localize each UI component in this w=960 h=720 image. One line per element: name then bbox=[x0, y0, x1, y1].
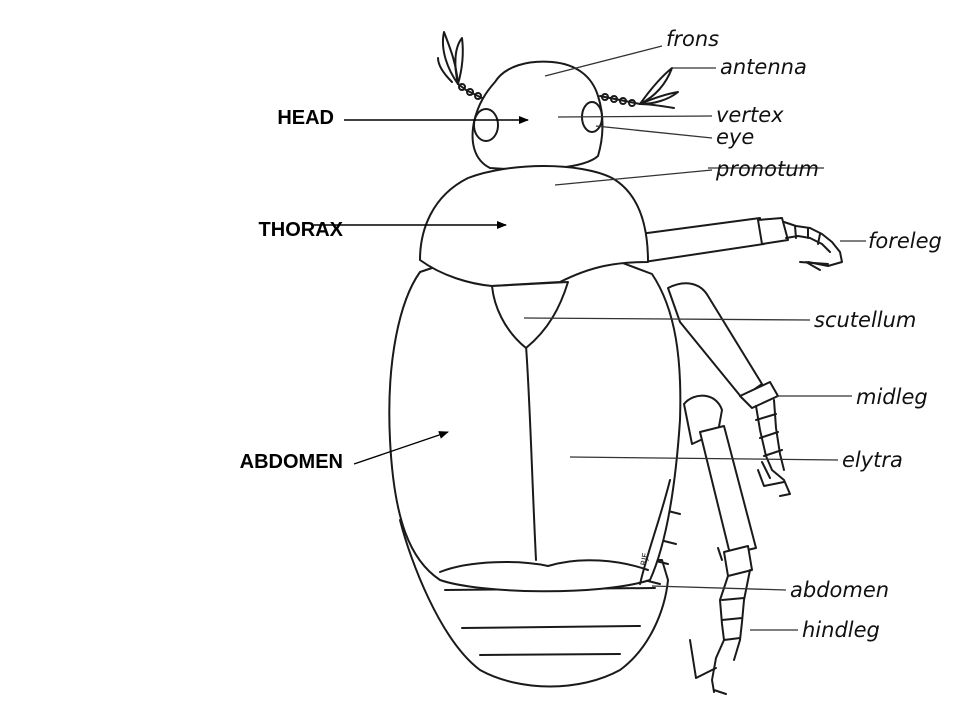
abdomen-leader bbox=[651, 585, 787, 591]
leader-lines bbox=[523, 45, 866, 631]
part-labels: frons antenna vertex eye pronotum forele… bbox=[666, 27, 942, 642]
label-vertex: vertex bbox=[716, 103, 784, 127]
right-antenna bbox=[599, 67, 679, 109]
eye-leader bbox=[595, 125, 713, 139]
elytra-shape bbox=[388, 261, 682, 593]
label-thorax-region: THORAX bbox=[259, 219, 344, 241]
left-eye bbox=[473, 108, 499, 142]
label-foreleg: foreleg bbox=[868, 229, 942, 253]
scutellum-shape bbox=[491, 281, 569, 349]
label-frons: frons bbox=[666, 27, 719, 51]
label-scutellum: scutellum bbox=[814, 308, 916, 332]
label-elytra: elytra bbox=[842, 448, 903, 472]
label-hindleg: hindleg bbox=[802, 618, 880, 642]
artist-initials: RJE bbox=[639, 552, 650, 566]
elytra-suture bbox=[525, 345, 537, 561]
vertex-leader bbox=[557, 115, 713, 118]
hindleg-shape bbox=[683, 394, 757, 695]
midleg-shape bbox=[667, 282, 791, 497]
label-midleg: midleg bbox=[856, 385, 928, 409]
beetle-illustration: RJE bbox=[388, 31, 843, 695]
abdomen-arrow bbox=[353, 431, 449, 465]
region-labels: HEAD THORAX ABDOMEN bbox=[240, 107, 529, 473]
label-abdomen-region: ABDOMEN bbox=[240, 451, 343, 473]
elytra-leader bbox=[569, 456, 839, 461]
label-eye: eye bbox=[716, 125, 754, 149]
frons-leader bbox=[544, 45, 663, 77]
left-antenna bbox=[437, 31, 491, 104]
label-pronotum: pronotum bbox=[715, 157, 819, 181]
scutellum-leader bbox=[523, 317, 811, 321]
label-head-region: HEAD bbox=[277, 107, 334, 129]
foreleg-shape bbox=[639, 217, 843, 271]
label-abdomen: abdomen bbox=[790, 578, 889, 602]
label-antenna: antenna bbox=[720, 55, 807, 79]
pronotum-leader bbox=[554, 169, 713, 186]
